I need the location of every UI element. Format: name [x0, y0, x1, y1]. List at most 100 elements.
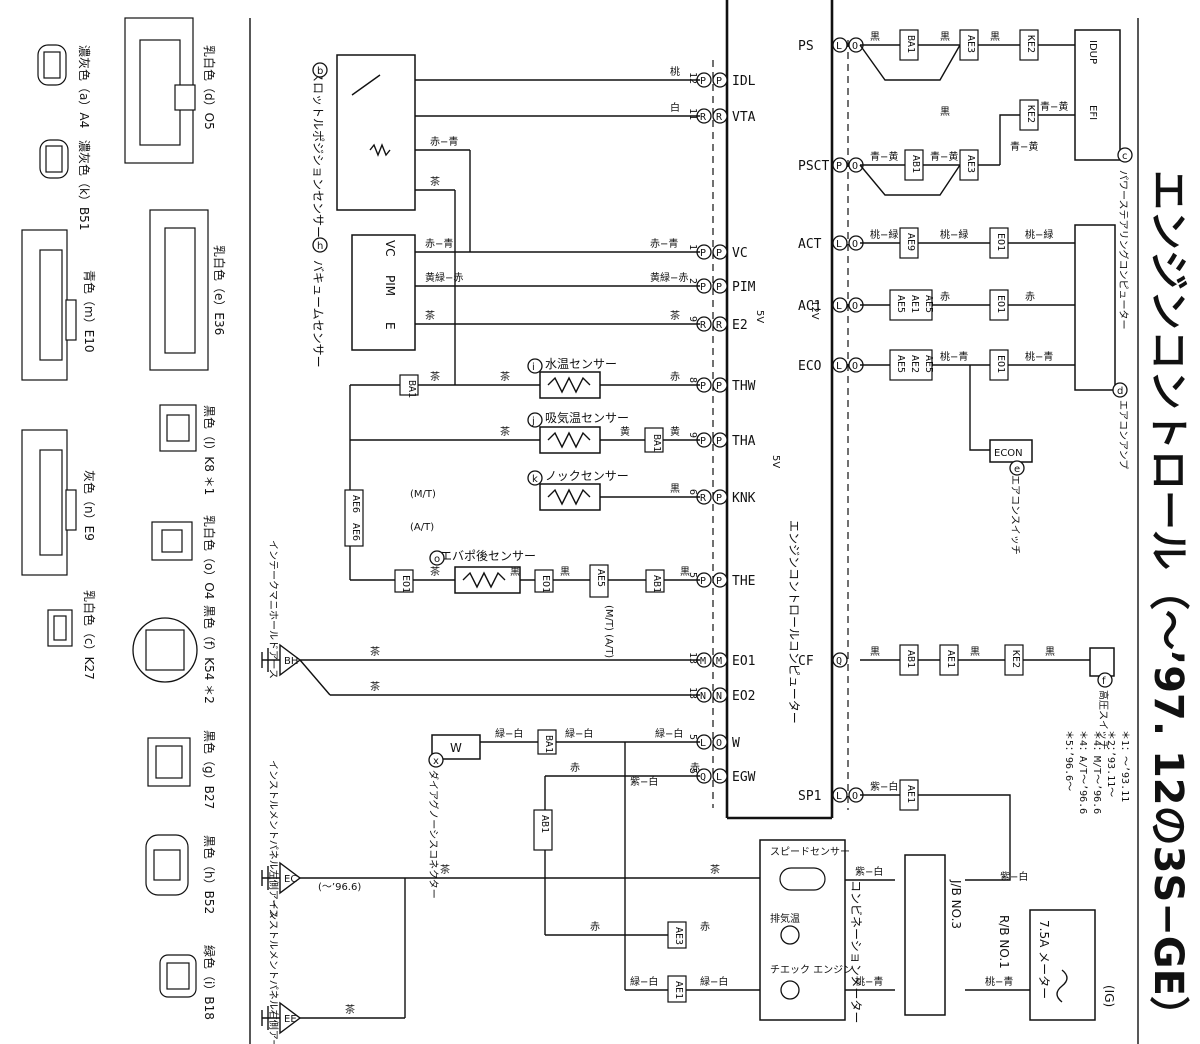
wire-color-label: 茶	[370, 680, 380, 693]
note-4: ＊4：A/T〜’96.6	[1077, 730, 1088, 814]
connector-code: BA1	[905, 35, 916, 53]
pin-conn: L	[836, 239, 842, 250]
pin-circle	[832, 235, 848, 251]
ecu-terminal-psct: PSCT	[798, 159, 829, 174]
legend-labels: 濃灰色（a）A4濃灰色（k）B51青色（m）E10灰色（n）E9乳白色（c）K2…	[77, 45, 227, 1020]
legend-e36: 乳白色（e）E36	[212, 245, 227, 335]
wire-color-labels: 桃白赤−青赤−青黄緑−赤黄緑−赤茶茶茶茶赤茶黄黄黒茶黒黒黒茶茶緑−白緑−白緑−白…	[345, 31, 1068, 1016]
volt-5v-a: 5V	[754, 310, 765, 323]
ac-amplifier: エアコンアンプ	[1074, 224, 1129, 469]
pin-conn2: O	[852, 239, 858, 250]
rb-label: R/B NO.1	[997, 915, 1011, 969]
connector-ab1-the	[645, 569, 665, 593]
connector-code: KE2	[1025, 35, 1036, 53]
pin-conn: P	[700, 76, 706, 87]
connector-code: AB1	[905, 650, 916, 668]
wire-color-label: 茶	[500, 425, 510, 438]
component-letter-circle	[527, 412, 543, 428]
pin-circle	[712, 72, 728, 88]
vacuum-vc-label: VC	[383, 240, 397, 257]
pin-conn2: P	[716, 282, 722, 293]
connector-code: AE5	[895, 355, 906, 373]
connector-code: EO1	[995, 355, 1006, 373]
volt-12v: 12V	[809, 300, 820, 320]
wire-color-label: 紫−白	[1000, 870, 1028, 883]
pin-conn2: P	[716, 576, 722, 587]
connector-ab1-egw	[533, 809, 553, 851]
pin-conn: R	[700, 320, 707, 331]
wire-color-label: 緑−白	[655, 727, 683, 740]
pin-conn2: O	[852, 791, 858, 802]
pin-circle	[832, 37, 848, 53]
wire-color-label: 紫−白	[870, 780, 898, 793]
component-letter: o	[434, 554, 440, 565]
wire-psct-loop	[859, 164, 961, 196]
ecu-terminal-thw: THW	[732, 379, 756, 394]
pin-conn2: R	[716, 320, 723, 331]
intake-temp-sensor: 吸気温センサー	[539, 410, 629, 454]
legend-b18: 緑色（i）B18	[202, 945, 217, 1020]
pin-circle	[712, 108, 728, 124]
pin-number: 9	[687, 316, 698, 322]
component-letter: b	[317, 66, 323, 77]
pin-conn: Q	[836, 656, 842, 667]
at-label: (A/T)	[410, 522, 434, 533]
connector-legend	[21, 17, 209, 998]
connector-code: AE5	[923, 355, 934, 373]
connector-code: AE6	[350, 523, 361, 541]
wire-color-label: 茶	[370, 645, 380, 658]
page-title: エンジンコントロール（〜’97. 12の3S−GE）	[1145, 170, 1191, 1036]
pin-circle	[832, 652, 848, 668]
right-connectors	[889, 29, 1039, 811]
component-letter: h	[317, 241, 323, 252]
legend-b51: 濃灰色（k）B51	[77, 140, 91, 230]
pin-circle	[712, 734, 728, 750]
wire-color-label: 桃−緑	[1025, 228, 1053, 241]
pin-conn: L	[700, 738, 706, 749]
wire-color-label: 桃−緑	[940, 228, 968, 241]
connector-ke2-psct	[1019, 99, 1039, 131]
left-connectors	[344, 374, 687, 1003]
connector-f-shape	[132, 617, 198, 683]
connector-eo1-eco	[989, 349, 1009, 381]
pin-number: 8	[687, 377, 698, 383]
wire-color-label: 桃−青	[940, 350, 968, 363]
connector-code: AE3	[965, 35, 976, 53]
wire-eo-join	[299, 659, 331, 696]
right-wires	[845, 44, 1090, 991]
wire-color-label: 赤	[940, 291, 950, 303]
fuse-label: 7.5A メーター	[1037, 920, 1051, 999]
pin-conn: M	[700, 656, 706, 667]
connector-d-shape	[149, 209, 209, 371]
pin-conn: P	[700, 248, 706, 259]
pin-conn2: O	[852, 161, 858, 172]
wire-color-label: 黒	[940, 106, 950, 118]
pin-circle	[712, 489, 728, 505]
wire-color-label: 茶	[425, 309, 435, 322]
connector-code: BA1	[543, 735, 554, 753]
ac-amp-label: エアコンアンプ	[1117, 400, 1129, 469]
connector-l-shape	[151, 521, 193, 561]
relay-block: 7.5A メーター R/B NO.1 (IG)	[997, 909, 1116, 1021]
pin-circle	[832, 297, 848, 313]
wire-color-label: 茶	[500, 370, 510, 383]
wire-color-label: 茶	[670, 309, 680, 322]
connector-code: AE5	[595, 569, 606, 587]
pin-number: 1	[687, 244, 698, 250]
wire-color-label: 黄緑−赤	[425, 271, 463, 284]
connector-code: BA1	[406, 380, 417, 398]
wire-color-label: 茶	[430, 565, 440, 578]
connector-code: AE6	[350, 495, 361, 513]
component-letter-circle	[1117, 147, 1133, 163]
ecu-terminal-eo1: EO1	[732, 654, 755, 669]
vacuum-pim-label: PIM	[383, 275, 397, 296]
knock-sensor: ノックセンサー	[539, 469, 629, 511]
high-pressure-label: 高圧スイッチ	[1097, 690, 1110, 750]
connector-code: AE5	[923, 295, 934, 313]
component-letter: j	[531, 416, 535, 427]
pin-conn: P	[700, 381, 706, 392]
connector-code: EO1	[995, 295, 1006, 313]
ecu-terminal-pim: PIM	[732, 280, 756, 295]
